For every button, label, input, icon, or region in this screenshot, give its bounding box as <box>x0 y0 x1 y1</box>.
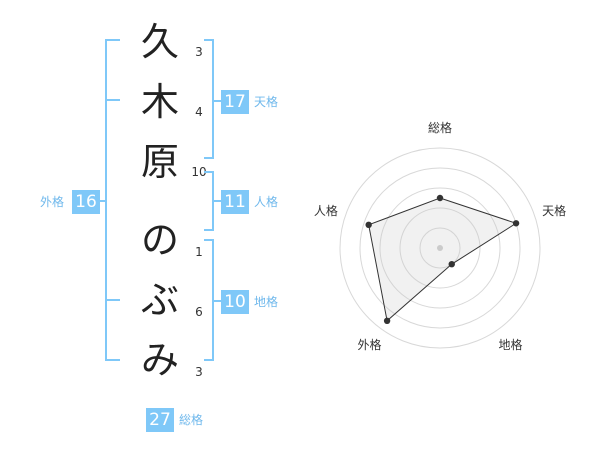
stroke-count-3: 10 <box>191 165 207 179</box>
radar-axis-label-3: 地格 <box>499 337 523 352</box>
stroke-count-4: 1 <box>195 245 203 259</box>
radar-series-polygon <box>368 197 518 322</box>
chikaku-bracket <box>204 239 222 361</box>
radar-ring-4 <box>359 167 521 329</box>
radar-axis-label-4: 外格 <box>357 337 381 352</box>
gaikaku-value: 16 <box>72 190 100 214</box>
stroke-count-1: 3 <box>195 45 203 59</box>
jinkaku-label: 人格 <box>254 195 279 209</box>
stroke-count-6: 3 <box>195 365 203 379</box>
radar-axis-label-1: 総格 <box>428 120 452 135</box>
radar-point-5 <box>365 221 372 229</box>
name-char-1: 久 <box>140 20 179 64</box>
chikaku-label: 地格 <box>254 295 279 309</box>
radar-point-2 <box>512 220 520 227</box>
jinkaku-value: 11 <box>221 190 249 214</box>
soukaku-value: 27 <box>146 408 174 432</box>
radar-ring-3 <box>379 187 501 309</box>
tenkaku-bracket <box>204 39 222 159</box>
radar-center-dot <box>437 245 443 251</box>
name-char-6: み <box>140 338 179 382</box>
tenkaku-label: 天格 <box>254 95 279 109</box>
radar-ring-1 <box>419 227 461 269</box>
name-char-4: の <box>140 218 179 262</box>
jinkaku-bracket <box>204 171 222 231</box>
stroke-count-5: 6 <box>195 305 203 319</box>
radar-ring-5 <box>339 147 541 349</box>
name-char-2: 木 <box>140 80 179 124</box>
name-char-5: ぶ <box>140 278 179 322</box>
gaikaku-label: 外格 <box>40 195 65 209</box>
soukaku-label: 総格 <box>179 413 204 427</box>
gaikaku-bracket <box>72 39 120 361</box>
radar-axis-label-5: 人格 <box>314 203 338 218</box>
stroke-count-2: 4 <box>195 105 203 119</box>
radar-point-4 <box>383 317 391 325</box>
chikaku-value: 10 <box>221 290 249 314</box>
fortune-brackets <box>72 39 222 361</box>
radar-point-1 <box>436 194 444 202</box>
radar-point-3 <box>448 260 455 268</box>
tenkaku-value: 17 <box>221 90 249 114</box>
radar-axis-label-2: 天格 <box>542 203 566 218</box>
name-char-3: 原 <box>140 140 179 184</box>
radar-ring-2 <box>399 207 481 289</box>
